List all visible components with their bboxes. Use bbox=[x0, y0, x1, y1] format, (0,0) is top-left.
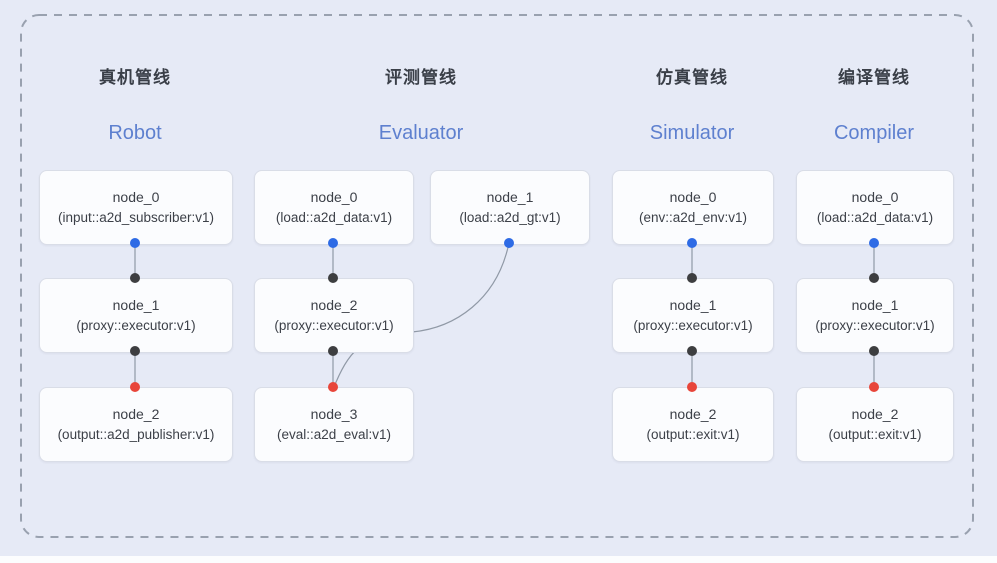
output-port-dot-dark bbox=[687, 346, 697, 356]
node-card-simulator-1: node_1 (proxy::executor:v1) bbox=[612, 278, 774, 353]
input-port-dot-red bbox=[328, 382, 338, 392]
pipeline-title-zh-simulator: 仿真管线 bbox=[656, 68, 728, 87]
node-name: node_3 bbox=[310, 406, 358, 422]
node-type: (env::a2d_env:v1) bbox=[638, 210, 748, 225]
node-type: (proxy::executor:v1) bbox=[76, 318, 196, 333]
node-card-compiler-1: node_1 (proxy::executor:v1) bbox=[796, 278, 954, 353]
input-port-dot-dark bbox=[328, 273, 338, 283]
node-card-robot-1: node_1 (proxy::executor:v1) bbox=[39, 278, 233, 353]
node-type: (proxy::executor:v1) bbox=[633, 318, 753, 333]
node-name: node_2 bbox=[669, 406, 717, 422]
node-name: node_0 bbox=[112, 189, 160, 205]
node-name: node_1 bbox=[851, 297, 899, 313]
node-card-evaluator-3: node_3 (eval::a2d_eval:v1) bbox=[254, 387, 414, 462]
node-name: node_0 bbox=[851, 189, 899, 205]
node-card-evaluator-2: node_2 (proxy::executor:v1) bbox=[254, 278, 414, 353]
pipeline-title-zh-evaluator: 评测管线 bbox=[385, 68, 457, 87]
connector-lines bbox=[134, 243, 875, 387]
node-name: node_0 bbox=[310, 189, 358, 205]
node-type: (proxy::executor:v1) bbox=[815, 318, 935, 333]
node-card-compiler-2: node_2 (output::exit:v1) bbox=[796, 387, 954, 462]
node-card-robot-2: node_2 (output::a2d_publisher:v1) bbox=[39, 387, 233, 462]
node-name: node_0 bbox=[669, 189, 717, 205]
input-port-dot-red bbox=[869, 382, 879, 392]
node-type: (eval::a2d_eval:v1) bbox=[276, 427, 392, 442]
node-type: (output::exit:v1) bbox=[828, 427, 922, 442]
node-card-robot-0: node_0 (input::a2d_subscriber:v1) bbox=[39, 170, 233, 245]
node-name: node_1 bbox=[486, 189, 534, 205]
node-card-evaluator-0: node_0 (load::a2d_data:v1) bbox=[254, 170, 414, 245]
output-port-dot-dark bbox=[130, 346, 140, 356]
node-card-simulator-2: node_2 (output::exit:v1) bbox=[612, 387, 774, 462]
pipeline-title-zh-robot: 真机管线 bbox=[99, 68, 171, 87]
output-port-dot-blue bbox=[328, 238, 338, 248]
output-port-dot-dark bbox=[869, 346, 879, 356]
node-card-evaluator-1: node_1 (load::a2d_gt:v1) bbox=[430, 170, 590, 245]
pipeline-subtitle-compiler: Compiler bbox=[833, 122, 915, 144]
output-port-dot-blue bbox=[130, 238, 140, 248]
input-port-dot-dark bbox=[687, 273, 697, 283]
node-name: node_1 bbox=[112, 297, 160, 313]
node-type: (load::a2d_data:v1) bbox=[816, 210, 934, 225]
pipeline-subtitle-evaluator: Evaluator bbox=[378, 122, 464, 144]
output-port-dot-blue bbox=[869, 238, 879, 248]
input-port-dot-red bbox=[687, 382, 697, 392]
node-name: node_2 bbox=[851, 406, 899, 422]
pipeline-subtitle-robot: Robot bbox=[108, 122, 162, 144]
node-type: (output::a2d_publisher:v1) bbox=[57, 427, 215, 442]
dashed-frame bbox=[20, 14, 974, 538]
node-name: node_2 bbox=[112, 406, 160, 422]
node-type: (output::exit:v1) bbox=[646, 427, 740, 442]
node-name: node_2 bbox=[310, 297, 358, 313]
input-port-dot-dark bbox=[869, 273, 879, 283]
bottom-edge bbox=[0, 556, 997, 563]
node-type: (load::a2d_gt:v1) bbox=[459, 210, 561, 225]
pipeline-subtitle-simulator: Simulator bbox=[649, 122, 735, 144]
node-type: (proxy::executor:v1) bbox=[274, 318, 394, 333]
input-port-dot-red bbox=[130, 382, 140, 392]
output-port-dot-blue bbox=[504, 238, 514, 248]
node-name: node_1 bbox=[669, 297, 717, 313]
node-type: (load::a2d_data:v1) bbox=[275, 210, 393, 225]
node-type: (input::a2d_subscriber:v1) bbox=[57, 210, 215, 225]
node-card-compiler-0: node_0 (load::a2d_data:v1) bbox=[796, 170, 954, 245]
pipeline-title-zh-compiler: 编译管线 bbox=[838, 68, 910, 87]
output-port-dot-dark bbox=[328, 346, 338, 356]
output-port-dot-blue bbox=[687, 238, 697, 248]
node-card-simulator-0: node_0 (env::a2d_env:v1) bbox=[612, 170, 774, 245]
input-port-dot-dark bbox=[130, 273, 140, 283]
